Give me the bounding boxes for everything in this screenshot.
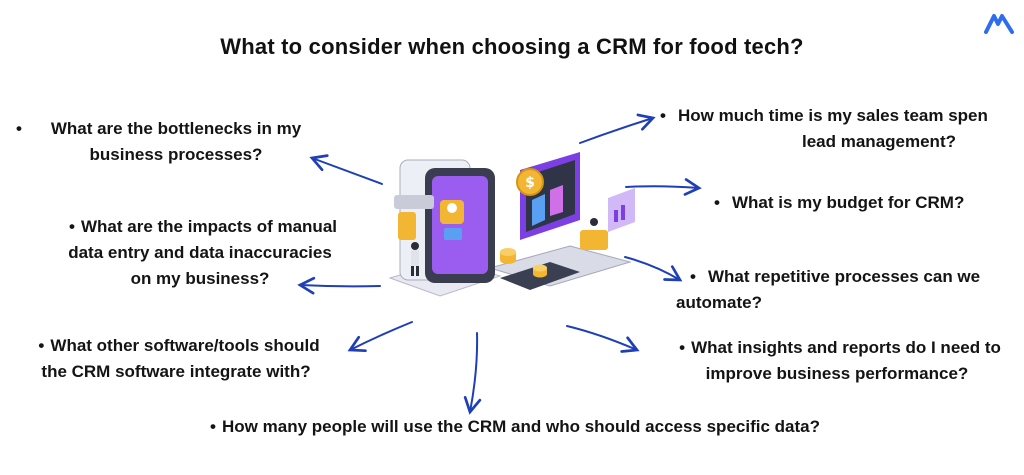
arrow-to-users-access: [463, 332, 482, 415]
crm-illustration: $: [388, 152, 635, 297]
question-repetitive: •What repetitive processes can we automa…: [676, 264, 1016, 316]
arrow-to-manual-entry: [297, 276, 381, 295]
bullet: •: [16, 119, 22, 138]
question-budget: •What is my budget for CRM?: [714, 190, 1014, 216]
svg-text:$: $: [525, 175, 535, 191]
question-integrations: •What other software/tools should the CR…: [6, 333, 346, 385]
question-manual-entry: •What are the impacts of manual data ent…: [40, 214, 360, 292]
arrow-to-sales-time: [579, 113, 656, 144]
arrow-to-insights: [566, 325, 640, 353]
question-sales-time: •How much time is my sales team spen lea…: [660, 103, 1024, 155]
bullet: •: [679, 338, 686, 357]
arrow-to-bottlenecks: [309, 154, 383, 185]
arrow-to-integrations: [347, 321, 413, 353]
arrow-to-repetitive: [624, 256, 683, 282]
brand-logo-icon: [984, 14, 1014, 34]
bullet: •: [714, 193, 720, 212]
page-title: What to consider when choosing a CRM for…: [220, 34, 804, 59]
arrow-to-budget: [625, 178, 702, 196]
question-bottlenecks: •What are the bottlenecks in my business…: [6, 116, 346, 168]
bullet: •: [690, 267, 696, 286]
bullet: •: [69, 217, 75, 236]
question-insights: •What insights and reports do I need to …: [650, 335, 1024, 387]
question-users-access: •How many people will use the CRM and wh…: [0, 414, 1024, 440]
bullet: •: [210, 417, 216, 436]
bullet: •: [660, 106, 666, 125]
bullet: •: [38, 336, 45, 355]
